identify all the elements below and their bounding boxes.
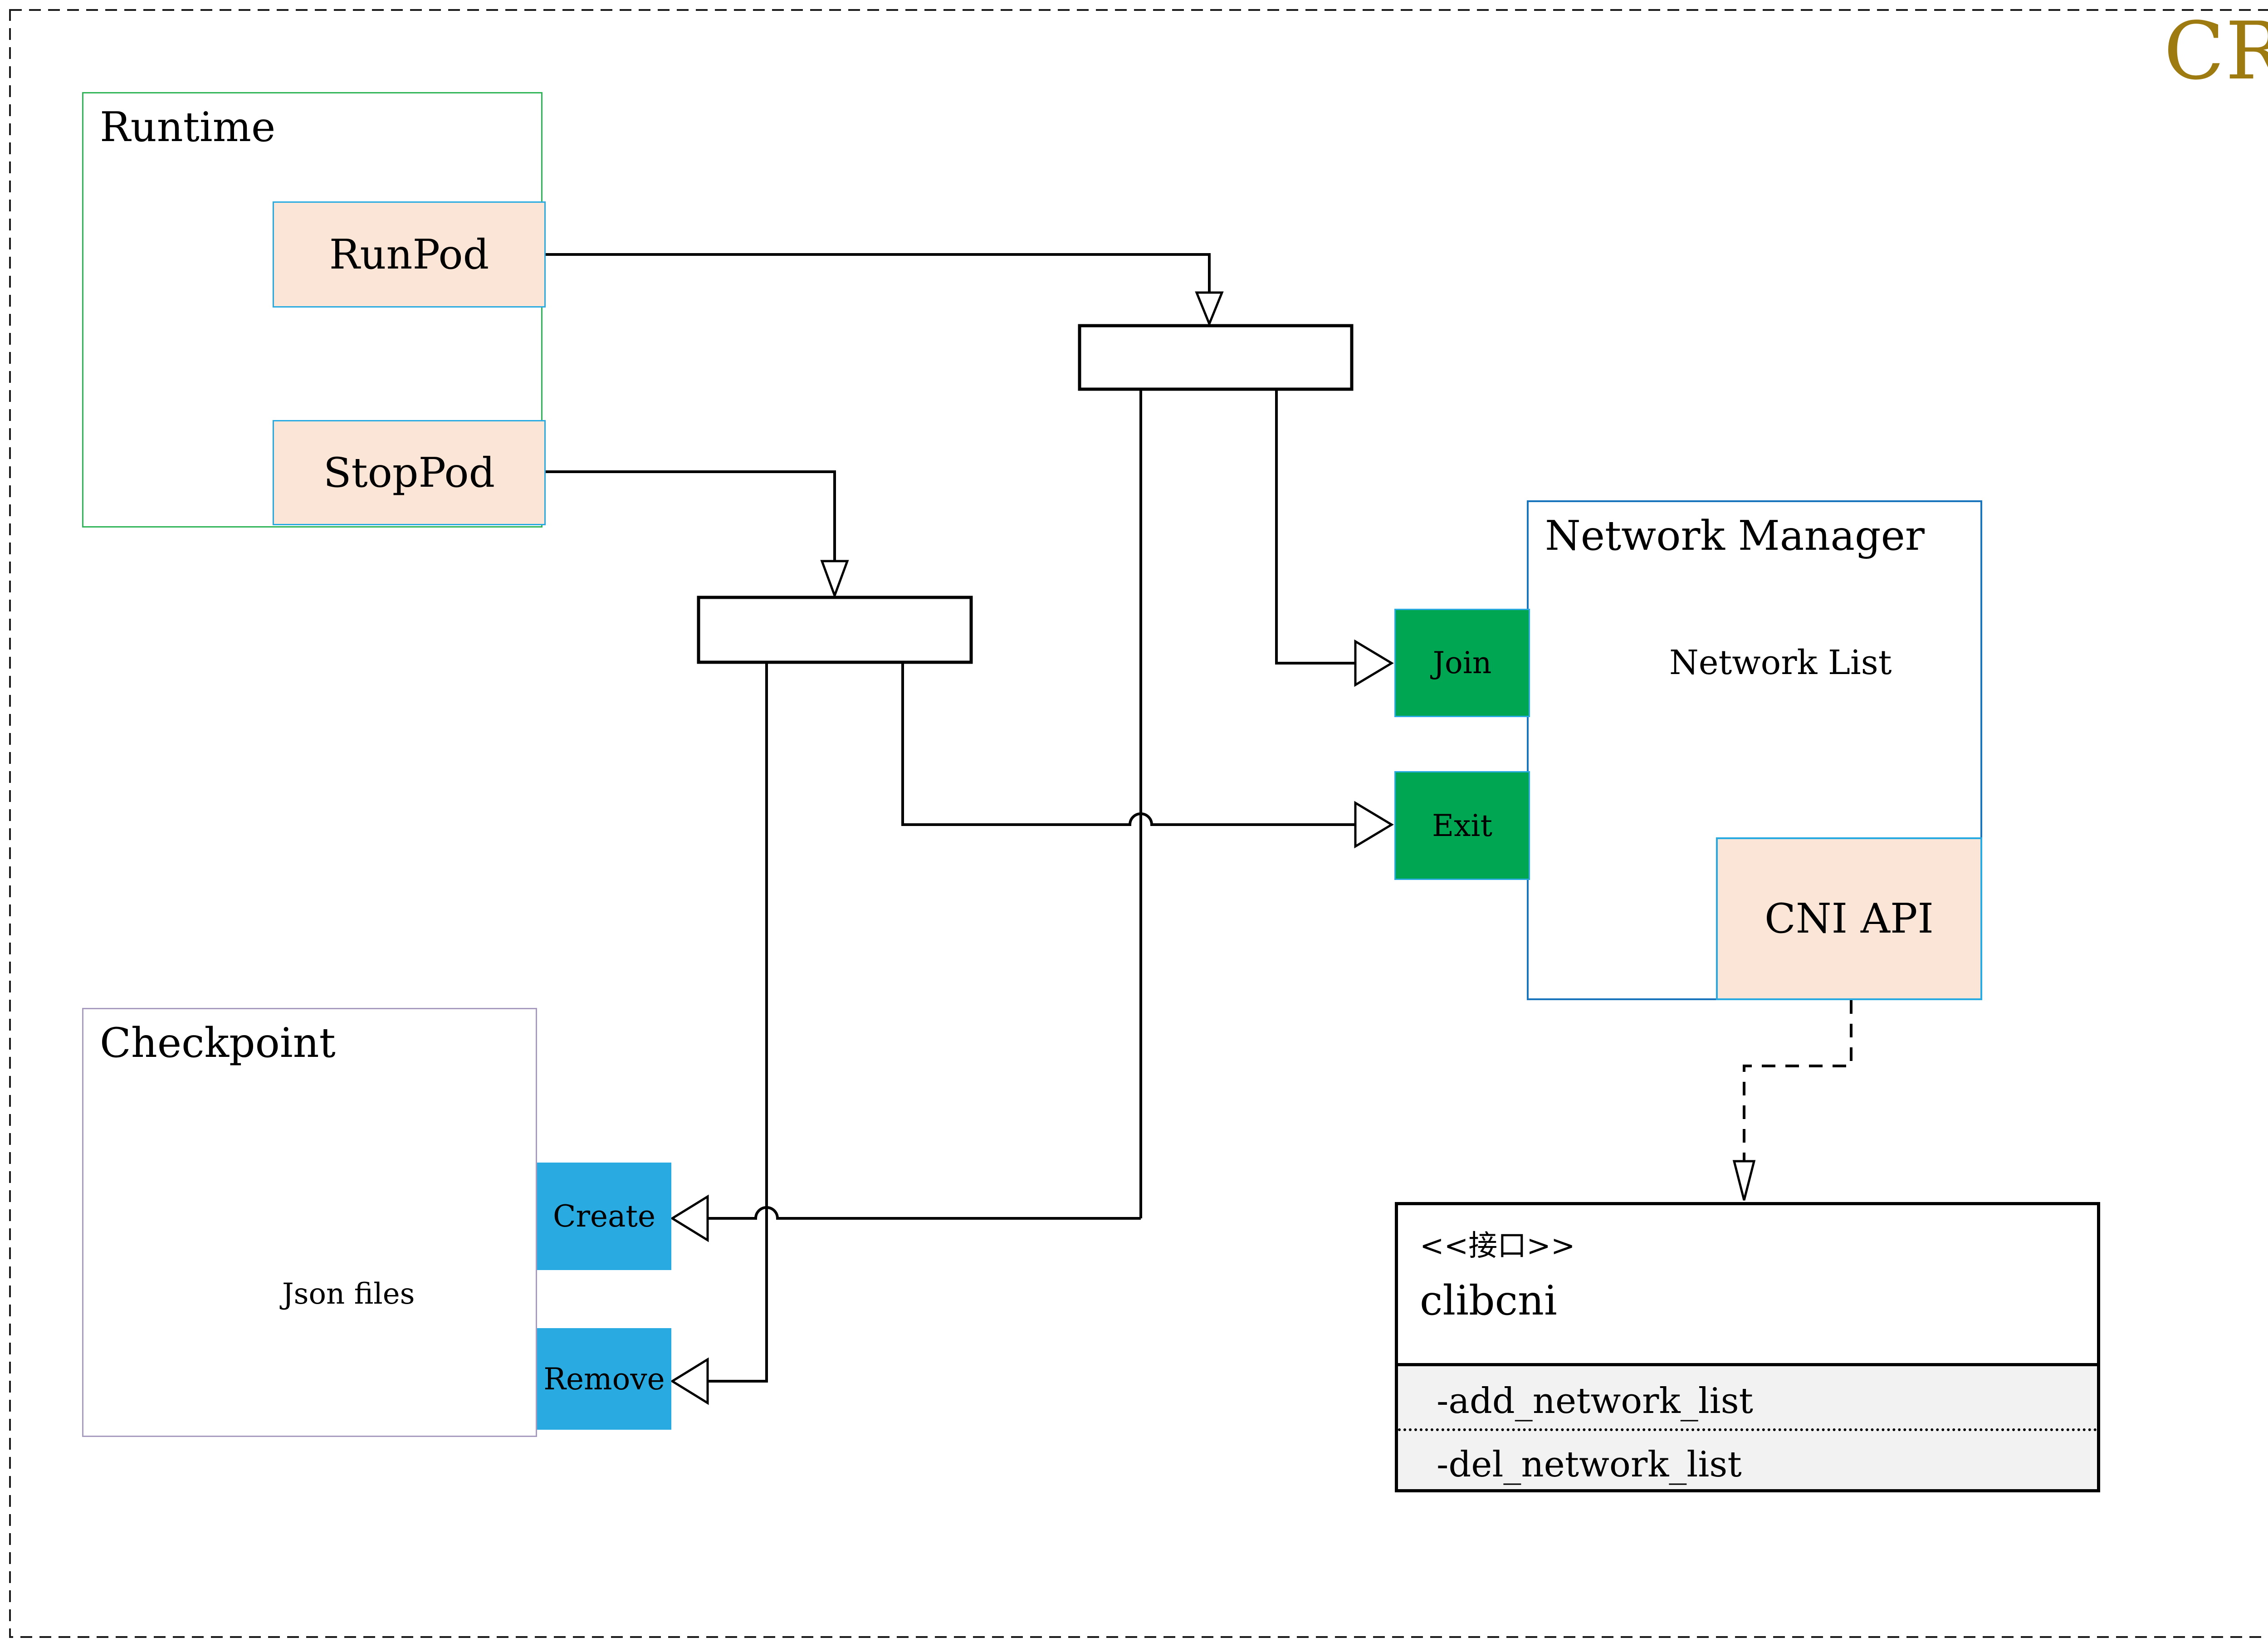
json-files-label: Json files <box>282 1277 415 1311</box>
remove-label: Remove <box>543 1361 665 1397</box>
clibcni-method-del: -del_network_list <box>1437 1444 1742 1485</box>
stoppod-box: StopPod <box>273 420 546 525</box>
join-label: Join <box>1432 645 1492 680</box>
clibcni-header: <<接口>> clibcni <box>1398 1205 2097 1363</box>
process-bar-top <box>1078 324 1354 391</box>
exit-box: Exit <box>1394 771 1530 880</box>
network-manager-title: Network Manager <box>1545 512 1925 560</box>
clibcni-stereotype: <<接口>> <box>1420 1229 1575 1263</box>
join-box: Join <box>1394 609 1530 717</box>
stoppod-label: StopPod <box>323 449 495 497</box>
clibcni-method-divider <box>1398 1428 2097 1431</box>
arrowhead-down-bar-middle-icon <box>820 560 849 599</box>
runpod-box: RunPod <box>273 201 546 308</box>
exit-label: Exit <box>1432 808 1493 843</box>
remove-box: Remove <box>537 1328 671 1430</box>
process-bar-middle <box>697 596 973 664</box>
connector-bar-to-create <box>708 389 1142 1220</box>
connector-bar-to-exit <box>901 662 1355 826</box>
clibcni-interface-box: <<接口>> clibcni -add_network_list -del_ne… <box>1395 1202 2100 1492</box>
runpod-label: RunPod <box>329 230 489 279</box>
arrowhead-down-clibcni-icon <box>1732 1160 1756 1201</box>
page-dashed-border <box>9 9 2268 1638</box>
connector-bar-to-join <box>1275 389 1355 665</box>
connector-cniapi-to-clibcni <box>1743 1000 1853 1161</box>
arrowhead-right-exit-icon <box>1354 801 1394 849</box>
arrowhead-down-bar-top-icon <box>1195 291 1224 327</box>
cri-title: CRI <box>2164 5 2268 98</box>
runtime-title: Runtime <box>100 103 276 151</box>
checkpoint-title: Checkpoint <box>100 1019 336 1067</box>
create-label: Create <box>552 1199 656 1234</box>
connector-runpod-to-bar <box>546 253 1211 293</box>
checkpoint-box: Checkpoint <box>82 1008 537 1437</box>
cni-api-label: CNI API <box>1765 895 1934 943</box>
create-box: Create <box>537 1163 671 1270</box>
cni-api-box: CNI API <box>1716 837 1982 1000</box>
clibcni-methods-section: -add_network_list -del_network_list <box>1398 1363 2097 1489</box>
arrowhead-left-remove-icon <box>670 1357 709 1405</box>
clibcni-method-add: -add_network_list <box>1437 1381 1754 1422</box>
connector-bar-to-remove <box>708 662 768 1383</box>
arrowhead-right-join-icon <box>1354 639 1394 687</box>
arrowhead-left-create-icon <box>670 1194 709 1242</box>
connector-stoppod-to-bar <box>546 470 836 561</box>
network-list-label: Network List <box>1669 643 1892 682</box>
clibcni-name: clibcni <box>1420 1277 1557 1324</box>
